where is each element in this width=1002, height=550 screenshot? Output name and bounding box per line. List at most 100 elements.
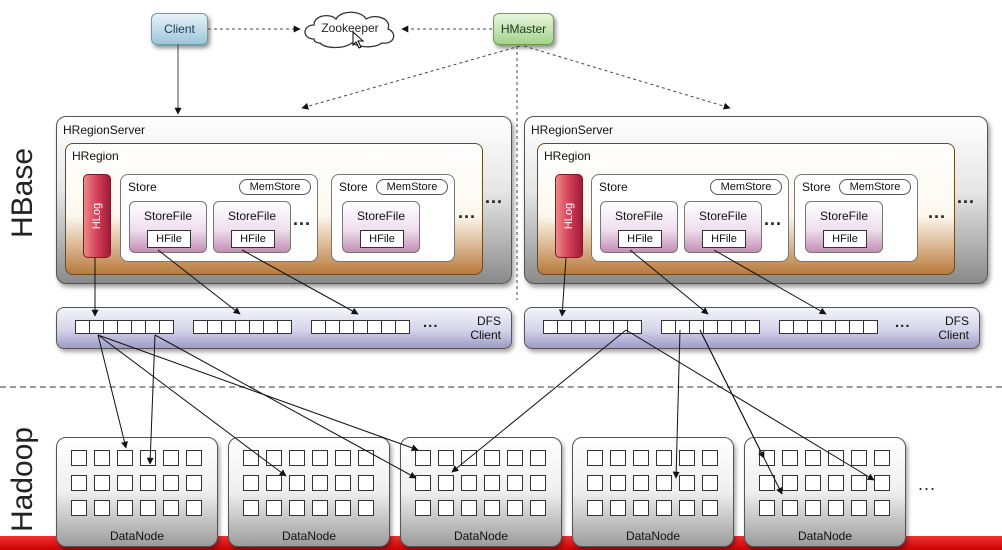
block-square	[140, 475, 156, 491]
block-grid	[759, 450, 890, 516]
storefile-label: StoreFile	[143, 209, 193, 223]
client-node: Client	[151, 13, 208, 45]
block-square	[782, 475, 798, 491]
block-square	[679, 475, 695, 491]
block-row	[779, 320, 878, 334]
region-ellipsis: ...	[957, 187, 976, 207]
block-square	[805, 450, 821, 466]
block-square	[415, 450, 431, 466]
block-square	[117, 500, 133, 516]
block-square	[530, 450, 546, 466]
block-square	[805, 500, 821, 516]
region-server-1: HRegionServer HRegion HLog Store MemStor…	[56, 116, 512, 284]
block-square	[312, 500, 328, 516]
block-square	[851, 475, 867, 491]
block-square	[828, 475, 844, 491]
block-square	[461, 450, 477, 466]
block-square	[759, 500, 775, 516]
block-square	[312, 450, 328, 466]
cursor-icon	[352, 31, 365, 49]
block-square	[438, 475, 454, 491]
block-square	[289, 450, 305, 466]
block-square	[358, 450, 374, 466]
block-square	[679, 450, 695, 466]
block-square	[266, 450, 282, 466]
block-square	[163, 500, 179, 516]
block-square	[117, 475, 133, 491]
block-row	[661, 320, 760, 334]
block-square	[656, 500, 672, 516]
block-ellipsis: ...	[423, 314, 439, 331]
block-ellipsis: ...	[895, 314, 911, 331]
block-square	[140, 450, 156, 466]
datanode-label: DataNode	[625, 529, 681, 543]
storefile-label: StoreFile	[819, 209, 869, 223]
hlog-1: HLog	[83, 174, 111, 258]
block-square	[828, 500, 844, 516]
block-square	[530, 500, 546, 516]
block-square	[94, 450, 110, 466]
memstore-2b: MemStore	[839, 179, 911, 195]
block-square	[702, 475, 718, 491]
memstore-1a: MemStore	[239, 179, 311, 195]
block-square	[587, 475, 603, 491]
datanode-ellipsis: ...	[918, 474, 937, 494]
block-square	[289, 475, 305, 491]
block-square	[461, 475, 477, 491]
dfs-client-1: ... DFS Client	[56, 307, 512, 349]
block-row	[75, 320, 174, 334]
store-1a: Store MemStore StoreFile HFile StoreFile…	[120, 174, 318, 262]
store-1b: Store MemStore StoreFile HFile	[331, 174, 455, 262]
hregion-title: HRegion	[72, 149, 119, 163]
block-square	[289, 500, 305, 516]
block-square	[805, 475, 821, 491]
block-square	[94, 475, 110, 491]
block-square	[656, 475, 672, 491]
block-square	[484, 500, 500, 516]
block-square	[415, 500, 431, 516]
dfs1-to-dn3b-arrow	[97, 334, 419, 452]
datanode-1: DataNode	[56, 437, 218, 547]
dfs-client-2: ... DFS Client	[524, 307, 980, 349]
zookeeper-cloud: Zookeeper	[300, 9, 400, 49]
dfs-label-line1: DFS	[477, 314, 501, 328]
block-square	[759, 475, 775, 491]
dfs-label-line2: Client	[938, 328, 969, 342]
storefile-1b1: StoreFile HFile	[342, 201, 420, 253]
datanode-label: DataNode	[797, 529, 853, 543]
hlog-label: HLog	[91, 202, 104, 230]
block-row	[193, 320, 292, 334]
storefile-label: StoreFile	[614, 209, 664, 223]
block-square	[335, 475, 351, 491]
block-square	[312, 475, 328, 491]
hlog-2: HLog	[555, 174, 583, 258]
hmaster-label: HMaster	[500, 22, 547, 36]
hfile-1a2: HFile	[231, 230, 275, 248]
datanode-2: DataNode	[228, 437, 390, 547]
block-square	[266, 475, 282, 491]
datanode-label: DataNode	[109, 529, 165, 543]
hregion-2: HRegion HLog Store MemStore StoreFile HF…	[537, 143, 955, 275]
block-square	[633, 450, 649, 466]
master-to-regionserver2-arrow	[523, 45, 731, 110]
client-label: Client	[164, 22, 195, 36]
region-server-title: HRegionServer	[531, 123, 614, 137]
block-square	[243, 450, 259, 466]
hmaster-node: HMaster	[493, 13, 554, 45]
storefile-2a2: StoreFile HFile	[684, 201, 762, 253]
block-row	[311, 320, 410, 334]
store-label: Store	[802, 180, 831, 194]
memstore-2a: MemStore	[710, 179, 782, 195]
block-square	[71, 500, 87, 516]
block-square	[656, 450, 672, 466]
block-square	[484, 475, 500, 491]
block-square	[507, 475, 523, 491]
store-2a: Store MemStore StoreFile HFile StoreFile…	[591, 174, 789, 262]
hfile-1b1: HFile	[360, 230, 404, 248]
section-divider	[0, 386, 1002, 388]
block-grid	[415, 450, 546, 516]
block-square	[335, 500, 351, 516]
block-square	[71, 450, 87, 466]
datanode-4: DataNode	[572, 437, 734, 547]
datanode-3: DataNode	[400, 437, 562, 547]
